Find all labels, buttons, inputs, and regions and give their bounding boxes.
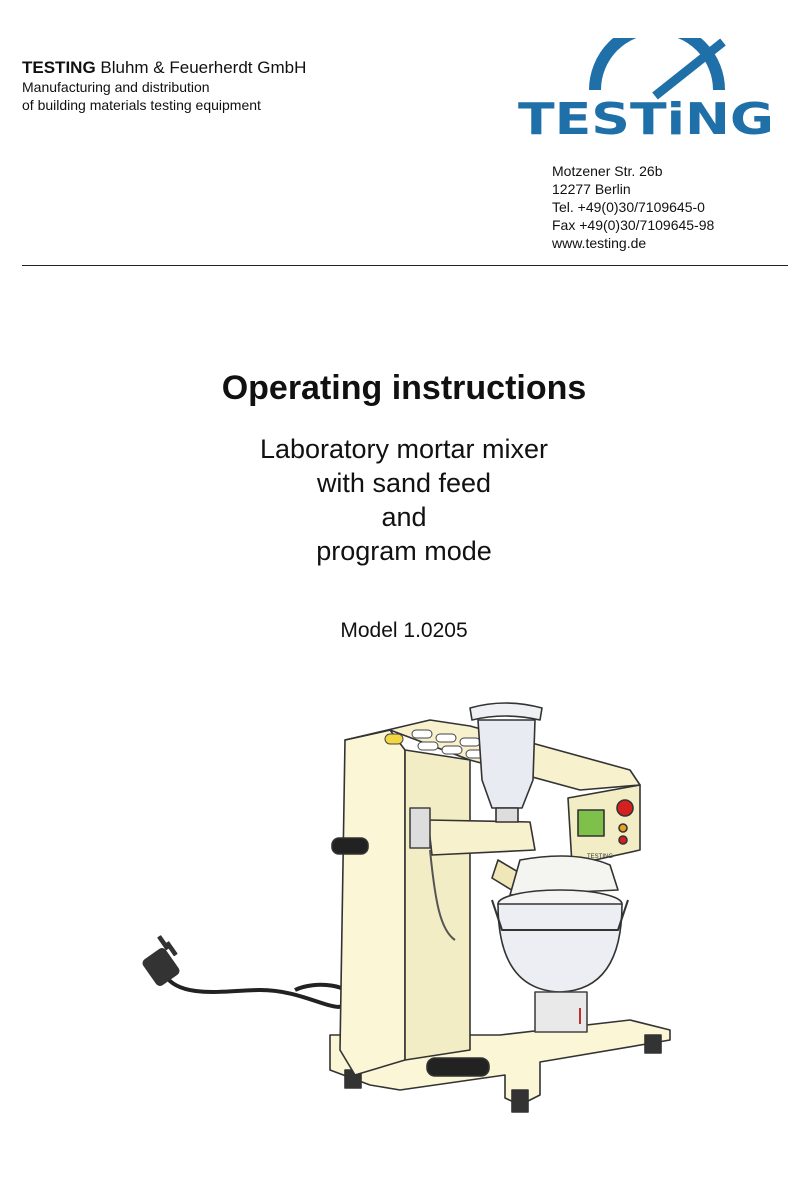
document-title: Operating instructions: [221, 369, 587, 407]
foot-center: [511, 1089, 529, 1113]
bowl-carrier: [491, 899, 629, 931]
logo-text: TESTiNG: [518, 94, 774, 138]
feed-clamp: [409, 807, 431, 849]
address-tel: Tel. +49(0)30/7109645-0: [552, 199, 705, 215]
document-subtitle: Laboratory mortar mixer with sand feed a…: [0, 432, 808, 568]
company-tagline-1: Manufacturing and distribution: [22, 79, 210, 95]
company-block: TESTING Bluhm & Feuerherdt GmbH Manufact…: [22, 58, 306, 114]
subtitle-line-2: with sand feed: [316, 468, 492, 498]
feed-arm: [427, 819, 536, 856]
stop-button: [616, 799, 634, 817]
address-street: Motzener Str. 26b: [552, 163, 663, 179]
water-hose: [429, 849, 456, 941]
base-handle: [426, 1057, 490, 1077]
subtitle-line-3: and: [381, 502, 427, 532]
company-tagline-2: of building materials testing equipment: [22, 97, 261, 113]
address-web: www.testing.de: [552, 235, 647, 251]
address-fax: Fax +49(0)30/7109645-98: [552, 217, 715, 233]
testing-logo: TESTiNG: [518, 38, 774, 138]
company-name: TESTING Bluhm & Feuerherdt GmbH: [22, 58, 306, 78]
subtitle-line-1: Laboratory mortar mixer: [259, 434, 549, 464]
address-block: Motzener Str. 26b 12277 Berlin Tel. +49(…: [552, 162, 714, 252]
bowl-stand: [534, 991, 588, 1033]
mortar-mixer-illustration: TESTING: [142, 702, 671, 1113]
power-plug: [142, 935, 180, 986]
hopper-outlet: [495, 807, 519, 823]
header-divider: [22, 265, 788, 266]
control-display: [577, 809, 605, 837]
company-name-rest: Bluhm & Feuerherdt GmbH: [95, 58, 307, 77]
hopper-body: [477, 719, 536, 809]
status-lamp-2: [618, 835, 628, 845]
mixing-bowl: [497, 903, 623, 993]
model-number: Model 1.0205: [340, 619, 468, 642]
column-front: [339, 729, 406, 1076]
machine-label: TESTING: [587, 854, 613, 860]
bowl-guard: [509, 855, 619, 896]
status-lamp-1: [618, 823, 628, 833]
subtitle-line-4: program mode: [316, 536, 492, 566]
company-name-bold: TESTING: [22, 58, 96, 77]
foot-right: [644, 1034, 662, 1054]
hopper-top: [469, 702, 543, 721]
power-cable: [163, 973, 353, 1009]
address-city: 12277 Berlin: [552, 181, 631, 197]
side-handle: [331, 837, 369, 855]
